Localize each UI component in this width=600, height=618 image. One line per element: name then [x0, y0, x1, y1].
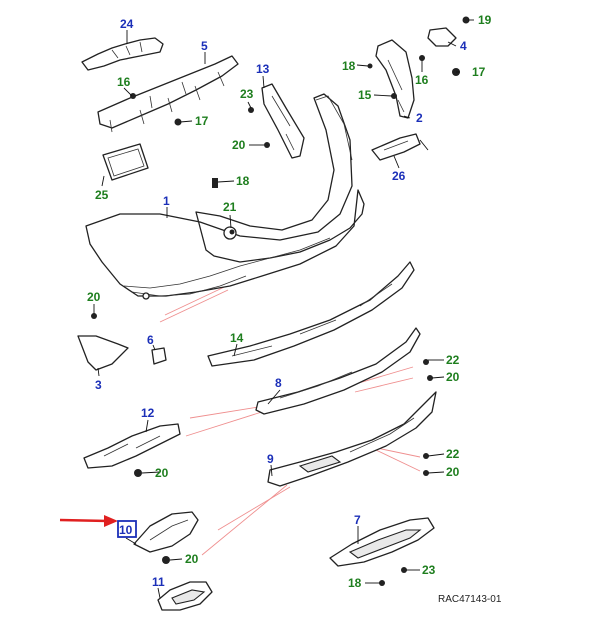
part-25-plate — [102, 143, 149, 181]
callout-17b: 17 — [472, 65, 486, 79]
callout-23a: 23 — [240, 87, 254, 101]
highlight-part-10 — [59, 515, 137, 538]
callout-20a: 20 — [232, 138, 246, 152]
part-9-diffuser — [267, 391, 437, 487]
part-24-upper-absorber — [81, 37, 164, 71]
callout-20f: 20 — [185, 552, 199, 566]
part-12-left-bracket — [83, 423, 181, 469]
part-6-clip — [151, 347, 167, 365]
callout-21: 21 — [223, 200, 237, 214]
callout-7: 7 — [354, 513, 361, 527]
callout-11: 11 — [152, 575, 165, 589]
callout-9: 9 — [267, 452, 274, 466]
callout-12: 12 — [141, 406, 155, 420]
callout-15: 15 — [358, 88, 372, 102]
callout-3: 3 — [95, 378, 102, 392]
part-13-side-bracket — [261, 83, 305, 159]
callout-16b: 16 — [415, 73, 429, 87]
callout-8: 8 — [275, 376, 282, 390]
leader-lines — [93, 19, 474, 599]
callout-14: 14 — [230, 331, 244, 345]
part-1-bumper-cover — [85, 93, 365, 300]
callout-20e: 20 — [155, 466, 169, 480]
part-26-bracket — [371, 133, 429, 161]
callout-18c: 18 — [348, 576, 362, 590]
callout-18a: 18 — [236, 174, 250, 188]
callout-20c: 20 — [446, 370, 460, 384]
callout-1: 1 — [163, 194, 170, 208]
callout-25: 25 — [95, 188, 109, 202]
callout-5: 5 — [201, 39, 208, 53]
callout-4: 4 — [460, 39, 467, 53]
callout-22b: 22 — [446, 447, 460, 461]
callout-20d: 20 — [446, 465, 460, 479]
callout-13: 13 — [256, 62, 270, 76]
part-11-reflector — [157, 581, 213, 611]
figure-reference: RAC47143-01 — [438, 594, 502, 605]
part-8-moulding — [255, 327, 421, 415]
callout-20b: 20 — [87, 290, 101, 304]
callout-19: 19 — [478, 13, 492, 27]
part-3-cover — [77, 335, 129, 371]
callout-2: 2 — [416, 111, 423, 125]
callout-18b: 18 — [342, 59, 356, 73]
callout-6: 6 — [147, 333, 154, 347]
part-7-undertray — [329, 517, 435, 567]
reference-lines — [159, 281, 421, 556]
callout-labels: 24 5 16 17 25 13 23 20 18 1 21 18 19 4 1… — [87, 13, 502, 605]
part-10-housing — [133, 511, 199, 553]
part-2-right-bracket — [375, 27, 457, 119]
callout-22a: 22 — [446, 353, 460, 367]
callout-17a: 17 — [195, 114, 209, 128]
callout-16a: 16 — [117, 75, 131, 89]
part-14-strip — [207, 261, 415, 367]
part-5-harness — [97, 55, 239, 133]
callout-23b: 23 — [422, 563, 436, 577]
callout-26: 26 — [392, 169, 406, 183]
callout-24: 24 — [120, 17, 134, 31]
callout-10: 10 — [119, 523, 133, 537]
